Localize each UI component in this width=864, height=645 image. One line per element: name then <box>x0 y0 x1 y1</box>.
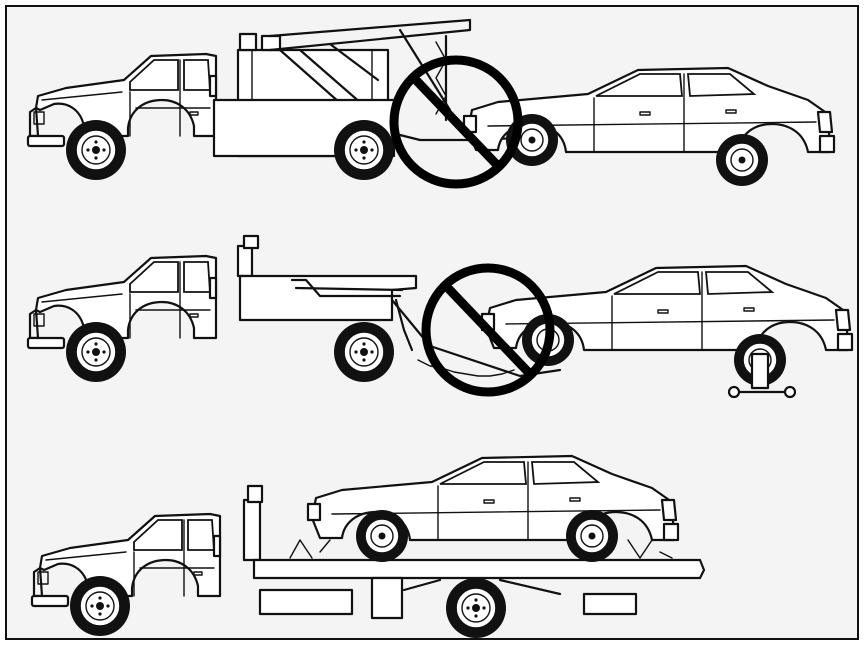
truck-front-wheel-2 <box>66 322 126 382</box>
carried-sedan-front-wheel <box>356 510 408 562</box>
sedan-rear-wheel <box>716 134 768 186</box>
flatbed-rear-wheel <box>446 578 506 638</box>
truck-front-wheel <box>66 120 126 180</box>
flatbed-front-wheel <box>70 576 130 636</box>
truck-rear-wheel <box>334 120 394 180</box>
carried-sedan-rear-wheel <box>566 510 618 562</box>
truck-rear-wheel-2 <box>334 322 394 382</box>
